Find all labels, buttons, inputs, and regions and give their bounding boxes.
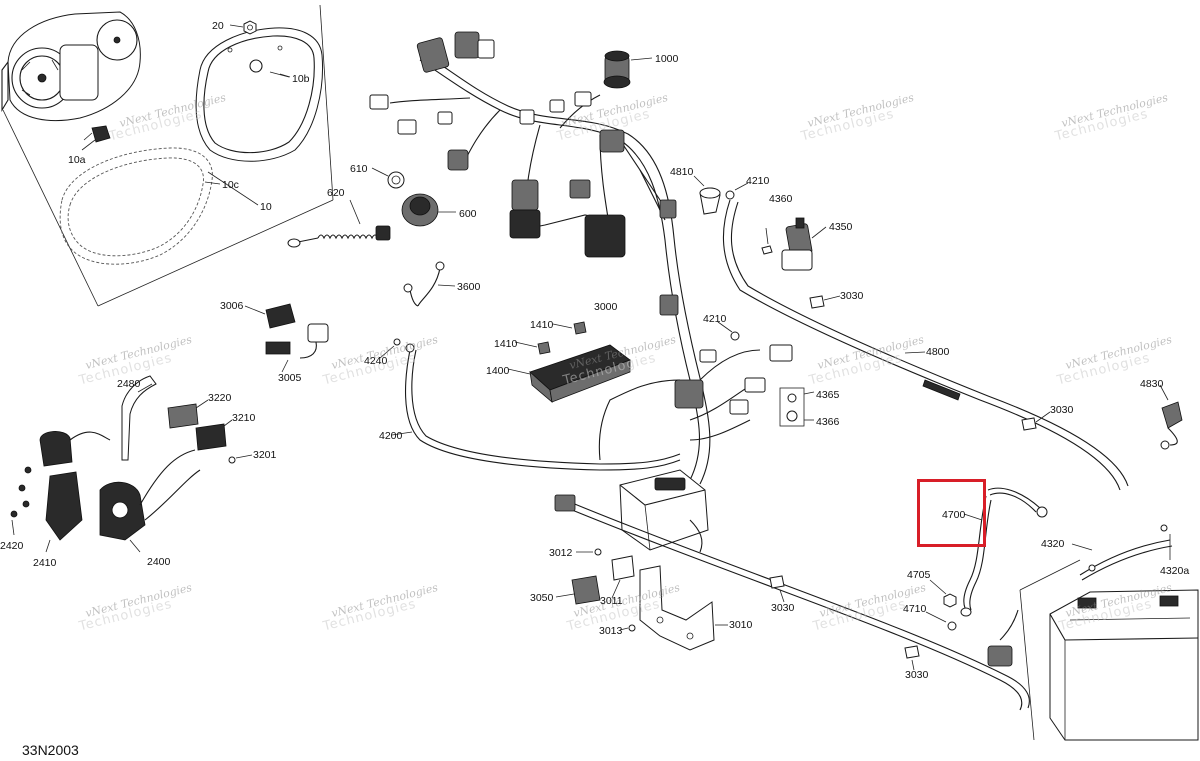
socket-600-icon bbox=[371, 167, 456, 227]
coiled-cord-620-icon bbox=[287, 199, 391, 248]
part-label-3011[interactable]: 3011 bbox=[600, 595, 623, 607]
part-label-10[interactable]: 10 bbox=[260, 201, 272, 213]
part-label-3005[interactable]: 3005 bbox=[278, 372, 302, 384]
part-label-10c[interactable]: 10c bbox=[222, 179, 239, 191]
part-label-3030[interactable]: 3030 bbox=[771, 602, 795, 614]
part-label-2410[interactable]: 2410 bbox=[33, 557, 57, 569]
cluster-inset-frame bbox=[2, 4, 334, 307]
part-label-10a[interactable]: 10a bbox=[68, 154, 86, 166]
part-label-4705[interactable]: 4705 bbox=[907, 569, 931, 581]
boot-4810-icon bbox=[693, 175, 721, 215]
part-label-1400[interactable]: 1400 bbox=[486, 365, 510, 377]
bracket-3010-icon bbox=[555, 548, 728, 651]
part-label-610[interactable]: 610 bbox=[350, 163, 368, 175]
part-label-2420[interactable]: 2420 bbox=[0, 540, 24, 552]
part-label-3030[interactable]: 3030 bbox=[905, 669, 929, 681]
part-label-3600[interactable]: 3600 bbox=[457, 281, 481, 293]
part-label-4830[interactable]: 4830 bbox=[1140, 378, 1164, 390]
ground-cable-3600-icon bbox=[403, 261, 456, 307]
part-label-3013[interactable]: 3013 bbox=[599, 625, 623, 637]
part-label-2480[interactable]: 2480 bbox=[117, 378, 141, 390]
part-label-3210[interactable]: 3210 bbox=[232, 412, 256, 424]
key-switch-1000-icon bbox=[603, 50, 653, 89]
sensor-4350-icon bbox=[761, 217, 827, 271]
part-label-4210[interactable]: 4210 bbox=[703, 313, 727, 325]
fastener-4365-icon bbox=[779, 387, 815, 427]
lens-10c-icon bbox=[59, 147, 221, 265]
part-label-4365[interactable]: 4365 bbox=[816, 389, 840, 401]
part-label-4700[interactable]: 4700 bbox=[942, 509, 966, 521]
part-label-4710[interactable]: 4710 bbox=[903, 603, 927, 615]
part-label-4240[interactable]: 4240 bbox=[364, 355, 388, 367]
ground-4210-icon bbox=[717, 182, 749, 341]
part-label-4320a[interactable]: 4320a bbox=[1160, 565, 1190, 577]
part-label-3030[interactable]: 3030 bbox=[840, 290, 864, 302]
gauge-cluster-icon bbox=[1, 11, 141, 122]
part-label-4210[interactable]: 4210 bbox=[746, 175, 770, 187]
clip-10a-icon bbox=[81, 125, 111, 151]
cable-4200-icon bbox=[379, 338, 681, 471]
clip-3030-icons bbox=[769, 295, 1051, 671]
part-label-4810[interactable]: 4810 bbox=[670, 166, 694, 178]
part-label-1000[interactable]: 1000 bbox=[655, 53, 679, 65]
part-label-10b[interactable]: 10b bbox=[292, 73, 310, 85]
part-label-1410[interactable]: 1410 bbox=[530, 319, 554, 331]
part-label-4350[interactable]: 4350 bbox=[829, 221, 853, 233]
part-label-620[interactable]: 620 bbox=[327, 187, 345, 199]
part-label-3012[interactable]: 3012 bbox=[549, 547, 573, 559]
handlebar-switch-2400-icon bbox=[10, 375, 201, 553]
part-label-3220[interactable]: 3220 bbox=[208, 392, 232, 404]
lower-harness-icon bbox=[554, 494, 1030, 711]
part-label-1410[interactable]: 1410 bbox=[494, 338, 518, 350]
nut-20-icon bbox=[229, 20, 257, 35]
bezel-10b-icon bbox=[195, 27, 323, 162]
part-label-4320[interactable]: 4320 bbox=[1041, 538, 1065, 550]
part-label-20[interactable]: 20 bbox=[212, 20, 224, 32]
part-label-4366[interactable]: 4366 bbox=[816, 416, 840, 428]
part-label-4800[interactable]: 4800 bbox=[926, 346, 950, 358]
part-label-3201[interactable]: 3201 bbox=[253, 449, 277, 461]
positive-cable-4800-icon bbox=[722, 199, 1183, 491]
harness-connectors-icon bbox=[369, 31, 793, 415]
diagram-code: 33N2003 bbox=[22, 742, 79, 758]
battery-icon bbox=[1019, 524, 1199, 741]
regulator-1400-icon bbox=[507, 321, 631, 404]
part-label-4200[interactable]: 4200 bbox=[379, 430, 403, 442]
part-label-3010[interactable]: 3010 bbox=[729, 619, 753, 631]
part-label-4360[interactable]: 4360 bbox=[769, 193, 793, 205]
part-label-600[interactable]: 600 bbox=[459, 208, 477, 220]
part-label-3000[interactable]: 3000 bbox=[594, 301, 618, 313]
connector-3220-icon bbox=[167, 399, 253, 464]
part-label-3030[interactable]: 3030 bbox=[1050, 404, 1074, 416]
part-label-3050[interactable]: 3050 bbox=[530, 592, 554, 604]
highlight-box-4700 bbox=[917, 479, 986, 547]
part-label-3006[interactable]: 3006 bbox=[220, 300, 244, 312]
part-label-2400[interactable]: 2400 bbox=[147, 556, 171, 568]
ground-cable-4700-icon bbox=[925, 487, 1048, 631]
switch-3006-icon bbox=[244, 303, 329, 373]
